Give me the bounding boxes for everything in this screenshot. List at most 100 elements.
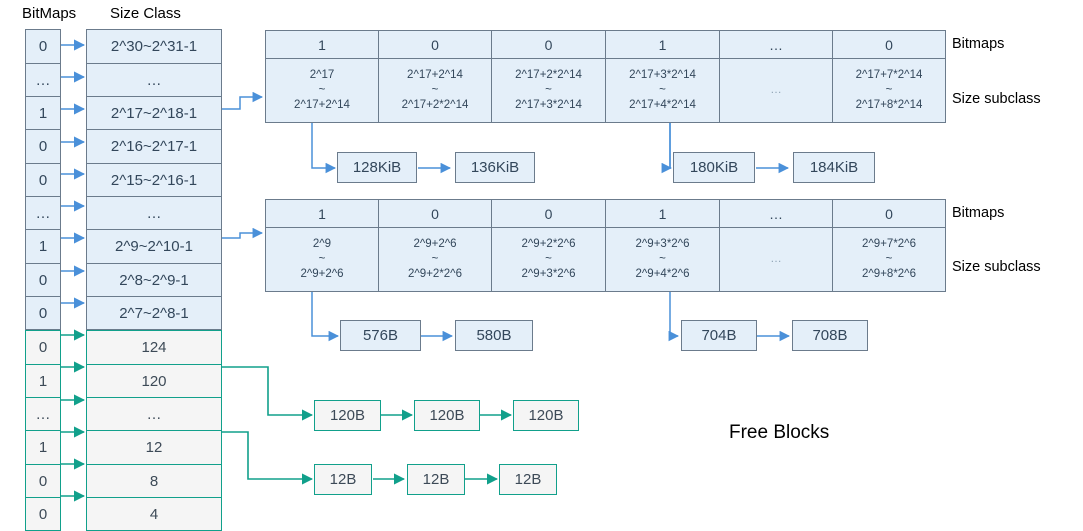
bitmap-table-bit[interactable]: 1 xyxy=(605,199,720,228)
bitmap-cell[interactable]: 0 xyxy=(25,130,61,164)
size-class-cell[interactable]: 2^8~2^9-1 xyxy=(86,264,222,297)
subclass-from: 2^17 xyxy=(309,69,335,82)
subclass-tilde: ~ xyxy=(431,84,439,97)
bitmap-table-bit[interactable]: … xyxy=(719,30,833,59)
bitmap-table-bit[interactable]: 0 xyxy=(832,199,946,228)
size-class-column: 2^30~2^31-1 … 2^17~2^18-1 2^16~2^17-1 2^… xyxy=(86,29,222,531)
subclass-from: 2^17+7*2^14 xyxy=(855,69,923,82)
free-block-box[interactable]: 12B xyxy=(314,464,372,495)
free-block-box[interactable]: 120B xyxy=(314,400,381,431)
subclass-to: 2^9+4*2^6 xyxy=(635,267,690,280)
size-class-cell[interactable]: 120 xyxy=(86,365,222,398)
subclass-tilde: … xyxy=(770,84,782,97)
size-class-cell[interactable]: 12 xyxy=(86,431,222,465)
size-subclass-cell[interactable]: 2^17+7*2^14 ~ 2^17+8*2^14 xyxy=(832,59,946,123)
size-subclass-cell[interactable]: 2^17 ~ 2^17+2^14 xyxy=(265,59,379,123)
size-class-cell[interactable]: … xyxy=(86,64,222,97)
bitmap-table-bit[interactable]: 1 xyxy=(265,199,379,228)
size-subclass-cell[interactable]: 2^17+3*2^14 ~ 2^17+4*2^14 xyxy=(605,59,720,123)
subclass-from: 2^9+7*2^6 xyxy=(862,238,916,251)
subclass-to: 2^17+8*2^14 xyxy=(855,98,923,111)
bitmaps-header: BitMaps xyxy=(22,5,77,22)
size-subclass-cell[interactable]: 2^17+2^14 ~ 2^17+2*2^14 xyxy=(378,59,492,123)
free-block-box[interactable]: 128KiB xyxy=(337,152,417,183)
size-class-cell[interactable]: 2^15~2^16-1 xyxy=(86,164,222,197)
bitmap-cell[interactable]: … xyxy=(25,197,61,230)
size-class-cell[interactable]: … xyxy=(86,197,222,230)
size-class-cell[interactable]: 2^16~2^17-1 xyxy=(86,130,222,164)
bitmap-table-bit[interactable]: 1 xyxy=(605,30,720,59)
size-subclass-cell[interactable]: 2^9+7*2^6 ~ 2^9+8*2^6 xyxy=(832,228,946,292)
size-class-cell[interactable]: 2^17~2^18-1 xyxy=(86,97,222,130)
free-block-box[interactable]: 580B xyxy=(455,320,533,351)
bitmap-cell[interactable]: 1 xyxy=(25,431,61,465)
bitmap-cell[interactable]: … xyxy=(25,64,61,97)
subclass-tilde: ~ xyxy=(545,253,552,266)
bitmap-cell[interactable]: 0 xyxy=(25,264,61,297)
free-block-box[interactable]: 184KiB xyxy=(793,152,875,183)
bitmap-cell[interactable]: 0 xyxy=(25,164,61,197)
bitmap-table-bottom: 1 2^9 ~ 2^9+2^6 0 2^9+2^6 ~ 2^9+2*2^6 0 … xyxy=(265,199,946,292)
subclass-to: 2^17+2*2^14 xyxy=(401,98,469,111)
size-subclass-side-label-top: Size subclass xyxy=(952,91,1041,107)
bitmap-cell[interactable]: 0 xyxy=(25,465,61,498)
bitmap-cell[interactable]: 1 xyxy=(25,230,61,264)
bitmap-cell[interactable]: 0 xyxy=(25,29,61,64)
subclass-to: 2^17+4*2^14 xyxy=(629,98,696,111)
bitmap-table-bit[interactable]: … xyxy=(719,199,833,228)
free-block-box[interactable]: 12B xyxy=(499,464,557,495)
size-subclass-cell[interactable]: 2^9+3*2^6 ~ 2^9+4*2^6 xyxy=(605,228,720,292)
bitmap-table-bit[interactable]: 0 xyxy=(832,30,946,59)
bitmap-table-bit[interactable]: 1 xyxy=(265,30,379,59)
size-class-cell[interactable]: 2^30~2^31-1 xyxy=(86,29,222,64)
bitmap-cell[interactable]: 0 xyxy=(25,498,61,531)
free-block-box[interactable]: 180KiB xyxy=(673,152,755,183)
free-block-box[interactable]: 120B xyxy=(414,400,480,431)
bitmap-cell[interactable]: 1 xyxy=(25,365,61,398)
subclass-tilde: ~ xyxy=(545,84,552,97)
size-class-cell[interactable]: 124 xyxy=(86,330,222,365)
size-class-cell[interactable]: 2^9~2^10-1 xyxy=(86,230,222,264)
size-class-cell[interactable]: … xyxy=(86,398,222,431)
free-block-box[interactable]: 12B xyxy=(407,464,465,495)
subclass-to: 2^9+8*2^6 xyxy=(862,267,916,280)
free-block-box[interactable]: 708B xyxy=(792,320,868,351)
size-subclass-side-label-bottom: Size subclass xyxy=(952,259,1041,275)
subclass-tilde: ~ xyxy=(318,253,326,266)
bitmap-column: 0 … 1 0 0 … 1 0 0 0 1 … 1 0 0 xyxy=(25,29,61,531)
subclass-to: 2^9+2*2^6 xyxy=(408,267,462,280)
subclass-from: 2^9+2^6 xyxy=(413,238,457,251)
free-block-box[interactable]: 120B xyxy=(513,400,579,431)
subclass-from: 2^17+3*2^14 xyxy=(629,69,696,82)
size-subclass-cell[interactable]: … xyxy=(719,59,833,123)
size-subclass-cell[interactable]: 2^9+2^6 ~ 2^9+2*2^6 xyxy=(378,228,492,292)
subclass-to: 2^9+3*2^6 xyxy=(521,267,576,280)
bitmap-cell[interactable]: 1 xyxy=(25,97,61,130)
size-class-cell[interactable]: 4 xyxy=(86,498,222,531)
subclass-from: 2^17+2*2^14 xyxy=(515,69,582,82)
size-class-cell[interactable]: 2^7~2^8-1 xyxy=(86,297,222,330)
subclass-from: 2^9 xyxy=(312,238,332,251)
bitmap-table-bit[interactable]: 0 xyxy=(378,199,492,228)
subclass-tilde: ~ xyxy=(318,84,326,97)
bitmap-table-bit[interactable]: 0 xyxy=(378,30,492,59)
subclass-tilde: ~ xyxy=(885,253,893,266)
free-block-box[interactable]: 704B xyxy=(681,320,757,351)
bitmap-cell[interactable]: 0 xyxy=(25,330,61,365)
bitmaps-side-label-top: Bitmaps xyxy=(952,36,1005,52)
bitmap-table-bit[interactable]: 0 xyxy=(491,30,606,59)
free-block-box[interactable]: 136KiB xyxy=(455,152,535,183)
bitmap-cell[interactable]: 0 xyxy=(25,297,61,330)
subclass-tilde: ~ xyxy=(659,84,666,97)
size-class-cell[interactable]: 8 xyxy=(86,465,222,498)
subclass-tilde: ~ xyxy=(431,253,439,266)
size-subclass-cell[interactable]: 2^17+2*2^14 ~ 2^17+3*2^14 xyxy=(491,59,606,123)
size-subclass-cell[interactable]: … xyxy=(719,228,833,292)
bitmap-table-bit[interactable]: 0 xyxy=(491,199,606,228)
bitmap-table-top: 1 2^17 ~ 2^17+2^14 0 2^17+2^14 ~ 2^17+2*… xyxy=(265,30,946,123)
size-subclass-cell[interactable]: 2^9 ~ 2^9+2^6 xyxy=(265,228,379,292)
size-subclass-cell[interactable]: 2^9+2*2^6 ~ 2^9+3*2^6 xyxy=(491,228,606,292)
bitmap-cell[interactable]: … xyxy=(25,398,61,431)
free-block-box[interactable]: 576B xyxy=(340,320,421,351)
subclass-from: 2^9+2*2^6 xyxy=(521,238,576,251)
